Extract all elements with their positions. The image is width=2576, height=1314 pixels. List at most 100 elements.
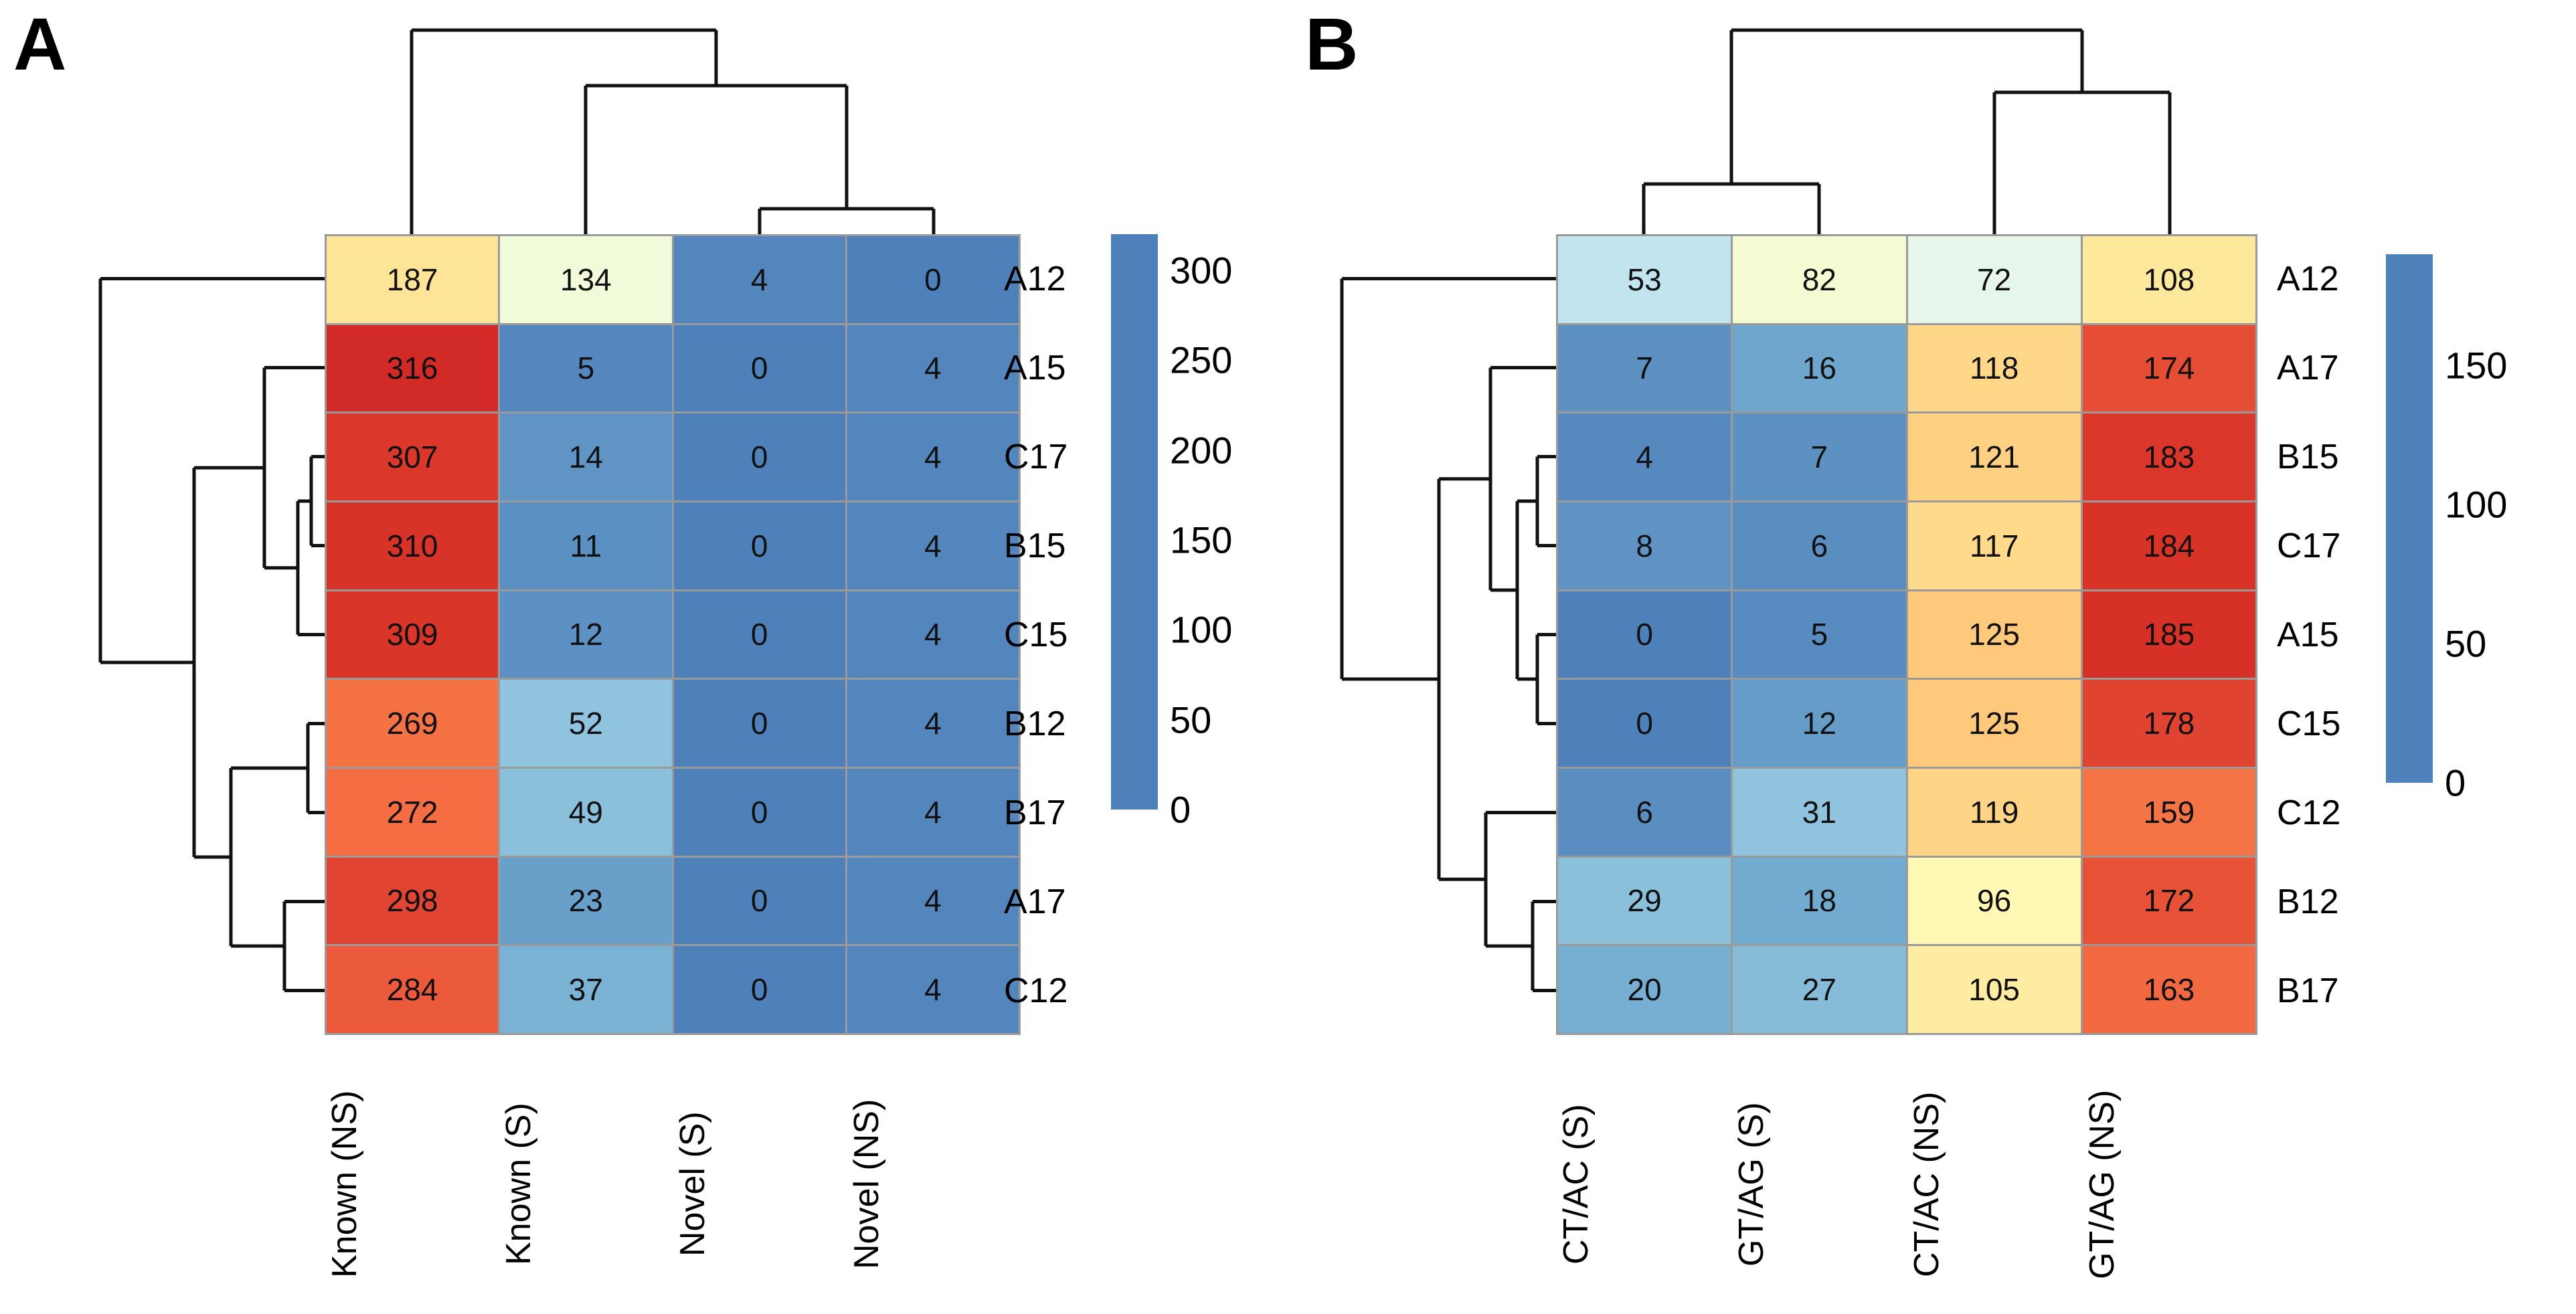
- colorbar-tick-label: 0: [2445, 761, 2466, 804]
- heatmap-cell: 96: [1907, 857, 2081, 945]
- heatmap-cell: 14: [500, 413, 672, 500]
- heatmap-cell: 53: [1558, 236, 1731, 323]
- heatmap-cell: 159: [2082, 769, 2255, 856]
- heatmap-cell: 117: [1907, 502, 2081, 589]
- heatmap-cell: 27: [1733, 946, 1906, 1033]
- heatmap-cell: 108: [2082, 236, 2255, 323]
- row-label: B12: [2277, 882, 2339, 921]
- panel-b-row-dendrogram: [1340, 277, 1556, 992]
- row-label: C17: [1004, 437, 1068, 476]
- panel-b-col-dendrogram: [1642, 28, 2172, 234]
- heatmap-cell: 0: [673, 413, 845, 500]
- panel-b-col-labels: CT/AC (S) GT/AG (S) CT/AC (NS) GT/AG (NS): [1556, 1057, 2257, 1311]
- heatmap-cell: 4: [1558, 413, 1731, 500]
- panel-a-colorbar: [1111, 234, 1158, 810]
- heatmap-cell: 0: [847, 236, 1019, 323]
- heatmap-cell: 6: [1558, 769, 1731, 856]
- heatmap-cell: 125: [1907, 680, 2081, 767]
- heatmap-cell: 8: [1558, 502, 1731, 589]
- row-label: A17: [2277, 348, 2339, 387]
- heatmap-cell: 269: [327, 680, 499, 767]
- heatmap-cell: 184: [2082, 502, 2255, 589]
- heatmap-cell: 5: [1733, 591, 1906, 678]
- row-label: A15: [1004, 348, 1066, 387]
- heatmap-cell: 174: [2082, 324, 2255, 412]
- panel-a-row-dendrogram: [98, 277, 325, 992]
- panel-a-colorbar-gradient: [1111, 234, 1158, 810]
- heatmap-cell: 4: [847, 857, 1019, 945]
- row-label: C15: [1004, 615, 1068, 654]
- heatmap-cell: 82: [1733, 236, 1906, 323]
- colorbar-tick-label: 250: [1170, 339, 1233, 381]
- heatmap-cell: 178: [2082, 680, 2255, 767]
- panel-a-col-labels: Known (NS)Known (S)Novel (S)Novel (NS): [325, 1057, 1021, 1311]
- heatmap-cell: 4: [847, 769, 1019, 856]
- heatmap-cell: 316: [327, 324, 499, 412]
- heatmap-cell: 18: [1733, 857, 1906, 945]
- heatmap-cell: 310: [327, 502, 499, 589]
- heatmap-cell: 0: [673, 857, 845, 945]
- row-label: C12: [1004, 971, 1068, 1010]
- heatmap-cell: 12: [500, 591, 672, 678]
- column-label: CT/AC (NS): [1907, 1091, 1946, 1277]
- heatmap-cell: 284: [327, 946, 499, 1033]
- row-label: A12: [1004, 259, 1066, 298]
- heatmap-cell: 23: [500, 857, 672, 945]
- colorbar-tick-label: 150: [1170, 519, 1233, 561]
- heatmap-cell: 4: [847, 413, 1019, 500]
- row-label: A17: [1004, 882, 1066, 921]
- heatmap-cell: 307: [327, 413, 499, 500]
- heatmap-cell: 49: [500, 769, 672, 856]
- heatmap-cell: 183: [2082, 413, 2255, 500]
- column-label: CT/AC (S): [1557, 1104, 1596, 1264]
- heatmap-cell: 0: [673, 769, 845, 856]
- heatmap-cell: 298: [327, 857, 499, 945]
- heatmap-cell: 172: [2082, 857, 2255, 945]
- row-label: A12: [2277, 259, 2339, 298]
- heatmap-cell: 29: [1558, 857, 1731, 945]
- heatmap-cell: 12: [1733, 680, 1906, 767]
- heatmap-cell: 16: [1733, 324, 1906, 412]
- colorbar-tick-label: 200: [1170, 429, 1233, 471]
- heatmap-cell: 7: [1558, 324, 1731, 412]
- panel-b-colorbar: [2386, 254, 2433, 783]
- column-label: GT/AG (NS): [2083, 1089, 2122, 1279]
- row-label: B17: [2277, 971, 2339, 1010]
- heatmap-cell: 11: [500, 502, 672, 589]
- column-label: GT/AG (S): [1732, 1102, 1771, 1266]
- heatmap-cell: 0: [673, 324, 845, 412]
- heatmap-cell: 4: [847, 680, 1019, 767]
- row-label: C15: [2277, 704, 2341, 743]
- column-label: Known (S): [499, 1103, 538, 1266]
- row-label: A15: [2277, 615, 2339, 654]
- heatmap-cell: 0: [1558, 591, 1731, 678]
- heatmap-cell: 105: [1907, 946, 2081, 1033]
- column-label: Novel (NS): [847, 1099, 886, 1270]
- panel-a-col-dendrogram: [410, 28, 936, 234]
- row-label: C12: [2277, 793, 2341, 832]
- heatmap-cell: 6: [1733, 502, 1906, 589]
- colorbar-tick-label: 50: [1170, 698, 1212, 741]
- heatmap-cell: 0: [673, 946, 845, 1033]
- colorbar-tick-label: 100: [1170, 608, 1233, 651]
- column-label: Novel (S): [673, 1111, 712, 1257]
- colorbar-tick-label: 100: [2445, 483, 2508, 526]
- heatmap-cell: 121: [1907, 413, 2081, 500]
- heatmap-cell: 7: [1733, 413, 1906, 500]
- heatmap-cell: 52: [500, 680, 672, 767]
- heatmap-cell: 4: [847, 324, 1019, 412]
- heatmap-cell: 125: [1907, 591, 2081, 678]
- heatmap-cell: 185: [2082, 591, 2255, 678]
- heatmap-cell: 272: [327, 769, 499, 856]
- row-label: B12: [1004, 704, 1066, 743]
- heatmap-cell: 4: [847, 502, 1019, 589]
- heatmap-cell: 4: [847, 591, 1019, 678]
- panel-a-letter: A: [13, 3, 67, 86]
- colorbar-tick-label: 50: [2445, 622, 2487, 665]
